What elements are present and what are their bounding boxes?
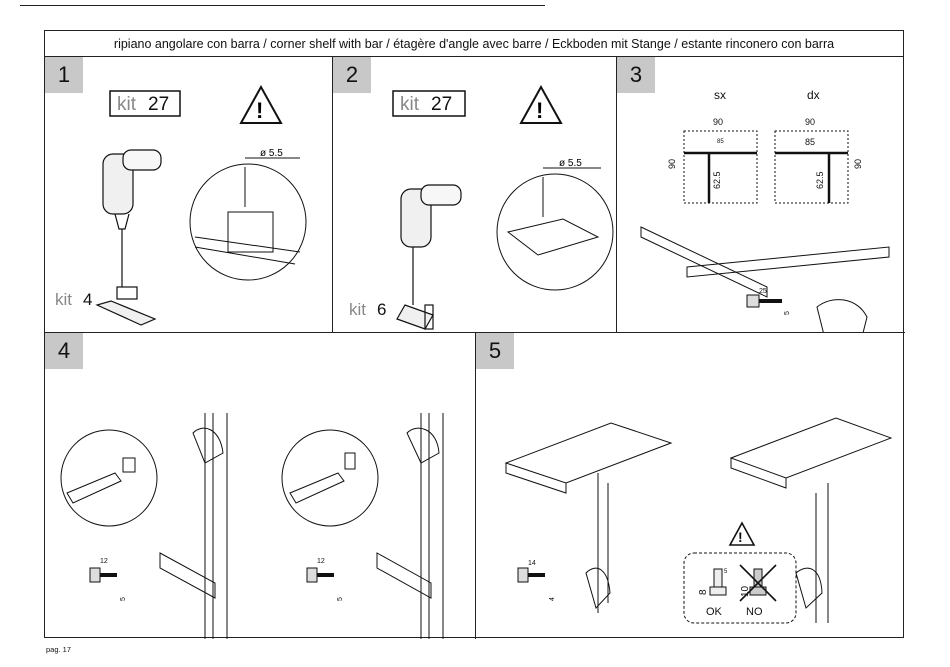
- detail-circle: [497, 168, 613, 290]
- kit-number: 27: [148, 94, 169, 115]
- screw-icon-b: 12 5: [307, 558, 344, 601]
- svg-text:90: 90: [805, 117, 815, 127]
- drill-icon: [401, 185, 461, 305]
- step-3-panel: 3 sx dx 90 85 90 62.5 90 85 90 62.5: [617, 57, 905, 333]
- screw-icon: 25 5: [747, 288, 791, 315]
- svg-text:85: 85: [805, 137, 815, 147]
- warning-icon: !: [730, 523, 754, 545]
- step-4-panel: 4 12 5: [45, 333, 476, 639]
- svg-text:4: 4: [549, 597, 556, 601]
- wall-drawing-b: [377, 413, 443, 639]
- svg-text:5: 5: [120, 597, 127, 601]
- step-1-illustration: kit 27 ! kit 4: [45, 57, 333, 333]
- step-1-panel: 1 kit 27 ! kit 4: [45, 57, 333, 333]
- kit-label: kit: [400, 94, 420, 115]
- right-label: dx: [807, 88, 820, 102]
- kit-small-number: 4: [83, 290, 92, 309]
- svg-text:25: 25: [759, 288, 767, 295]
- detail-circle: [190, 158, 306, 280]
- step-5-panel: 5 14 4: [476, 333, 905, 639]
- shelf-drawing-a: [506, 423, 671, 613]
- screw-icon-a: 12 5: [90, 558, 127, 601]
- step-2-panel: 2 kit 27 ! kit 6: [333, 57, 617, 333]
- svg-text:90: 90: [667, 159, 677, 169]
- svg-text:12: 12: [317, 558, 325, 565]
- warning-icon: !: [241, 87, 281, 123]
- svg-text:62.5: 62.5: [815, 171, 825, 189]
- svg-text:!: !: [536, 98, 543, 123]
- wall-drawing-a: [160, 413, 227, 639]
- kit-small-label: kit: [55, 290, 72, 309]
- left-label: sx: [714, 88, 726, 102]
- step-5-illustration: 14 4 ! 8 5 10: [476, 333, 905, 639]
- kit-small-label: kit: [349, 300, 366, 319]
- hand-drawing: [817, 300, 867, 333]
- svg-text:5: 5: [784, 311, 791, 315]
- top-rule: [20, 5, 545, 6]
- svg-text:62.5: 62.5: [712, 171, 722, 189]
- kit-small-number: 6: [377, 300, 386, 319]
- kit-number: 27: [431, 94, 452, 115]
- drill-icon: [103, 150, 161, 287]
- svg-text:12: 12: [100, 558, 108, 565]
- svg-text:5: 5: [724, 569, 728, 575]
- ok-label: OK: [706, 606, 723, 618]
- svg-text:8: 8: [698, 589, 709, 595]
- svg-text:!: !: [738, 529, 743, 545]
- kit-label: kit: [117, 94, 137, 115]
- drill-size: ø 5.5: [559, 158, 582, 169]
- step-2-illustration: kit 27 ! kit 6 ø 5.5: [333, 57, 617, 333]
- sheet-title: ripiano angolare con barra / corner shel…: [45, 31, 903, 57]
- svg-text:14: 14: [528, 560, 536, 567]
- right-shelf-diagram: 90 85 90 62.5: [775, 117, 863, 203]
- no-label: NO: [746, 606, 763, 618]
- bracket-drawing: [97, 287, 155, 325]
- svg-text:5: 5: [337, 597, 344, 601]
- ok-no-diagram: 8 5 10 OK NO: [684, 553, 796, 623]
- svg-text:85: 85: [717, 139, 724, 145]
- svg-text:!: !: [256, 98, 263, 123]
- drill-size: ø 5.5: [260, 148, 283, 159]
- bars-drawing: [641, 227, 889, 297]
- screw-icon: 14 4: [518, 560, 556, 601]
- svg-text:90: 90: [713, 117, 723, 127]
- page-number: pag. 17: [46, 645, 71, 654]
- svg-text:90: 90: [853, 159, 863, 169]
- warning-icon: !: [521, 87, 561, 123]
- bracket-drawing: [397, 305, 433, 329]
- detail-circle-a: [61, 430, 157, 526]
- detail-circle-b: [282, 430, 378, 526]
- step-4-illustration: 12 5 12 5: [45, 333, 476, 639]
- step-3-illustration: sx dx 90 85 90 62.5 90 85 90 62.5: [617, 57, 905, 333]
- instruction-sheet: ripiano angolare con barra / corner shel…: [44, 30, 904, 638]
- left-shelf-diagram: 90 85 90 62.5: [667, 117, 757, 203]
